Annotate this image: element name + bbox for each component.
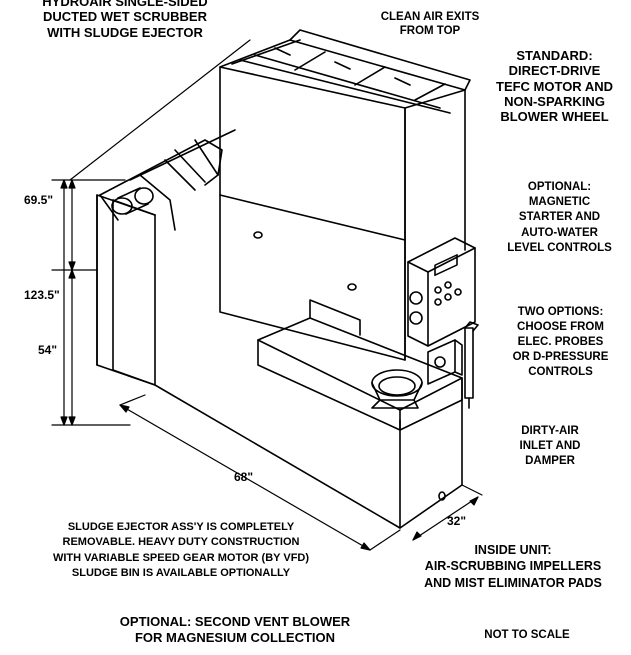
- dimension-lines: [51, 39, 483, 551]
- dim-upper-height: 69.5": [24, 193, 54, 207]
- sludge-ejector-label: SLUDGE EJECTOR ASS'Y IS COMPLETELY REMOV…: [52, 521, 310, 580]
- dim-width: 32": [447, 514, 467, 528]
- dim-total-height: 123.5": [24, 288, 60, 302]
- standard-motor-label: STANDARD: DIRECT-DRIVE TEFC MOTOR AND NO…: [496, 48, 613, 125]
- clean-air-label: CLEAN AIR EXITS FROM TOP: [380, 11, 480, 37]
- not-to-scale-label: NOT TO SCALE: [484, 629, 570, 641]
- inside-unit-label: INSIDE UNIT: AIR-SCRUBBING IMPELLERS AND…: [424, 543, 602, 590]
- second-blower-label: OPTIONAL: SECOND VENT BLOWER FOR MAGNESI…: [119, 614, 351, 646]
- inlet-bowl: [371, 369, 423, 409]
- two-options-label: TWO OPTIONS: CHOOSE FROM ELEC. PROBES OR…: [512, 306, 609, 378]
- title-line-2: DUCTED WET SCRUBBER: [43, 9, 207, 25]
- inlet-platform: [257, 299, 463, 431]
- dim-length: 68": [234, 470, 254, 484]
- optional-starter-label: OPTIONAL: MAGNETIC STARTER AND AUTO-WATE…: [507, 181, 612, 254]
- control-box: [407, 237, 476, 347]
- dirty-air-label: DIRTY-AIR INLET AND DAMPER: [519, 425, 581, 467]
- scrubber-housing: [219, 29, 471, 361]
- drain-port: [438, 491, 446, 501]
- title-line-1: HYDROAIR SINGLE-SIDED: [42, 0, 208, 9]
- title-line-3: WITH SLUDGE EJECTOR: [47, 24, 203, 40]
- tank-base: [96, 194, 463, 529]
- sludge-ejector: [99, 129, 236, 231]
- diagram-title: HYDROAIR SINGLE-SIDED DUCTED WET SCRUBBE…: [0, 0, 250, 40]
- dim-lower-height: 54": [38, 343, 58, 357]
- level-control: [427, 321, 479, 409]
